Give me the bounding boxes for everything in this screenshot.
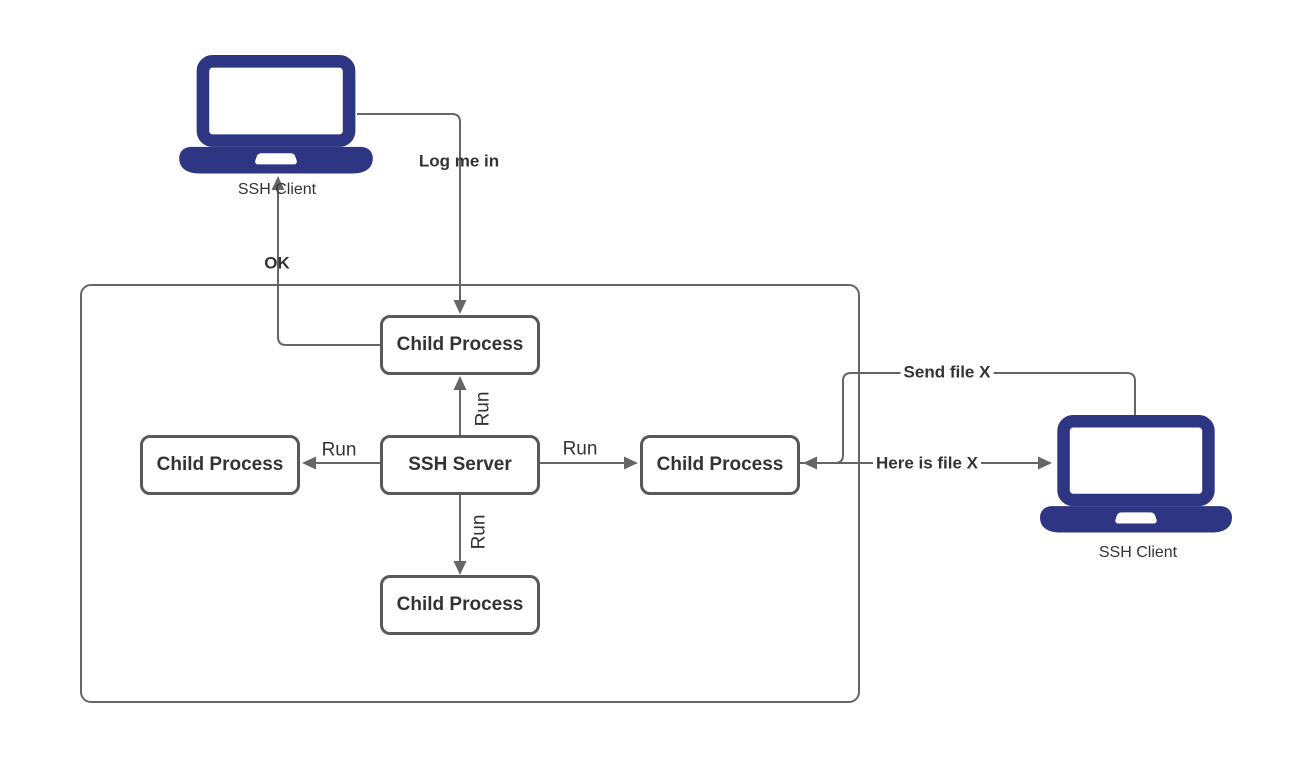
server-host-container (80, 284, 860, 703)
arrowhead-run-right (624, 456, 638, 470)
node-child-process-left: Child Process (140, 435, 300, 495)
edge-label-run-right: Run (562, 438, 598, 460)
edge-label-ok: OK (264, 253, 290, 273)
client-right-label: SSH Client (1098, 544, 1178, 561)
laptop-icon (1040, 415, 1232, 533)
edge-label-here-is-file: Here is file X (872, 454, 982, 474)
edge-log-me-in (357, 113, 461, 300)
node-ssh-server: SSH Server (380, 435, 540, 495)
edge-ok (277, 190, 380, 346)
node-child-process-top: Child Process (380, 315, 540, 375)
node-child-process-bottom: Child Process (380, 575, 540, 635)
node-label: Child Process (396, 594, 524, 615)
laptop-screen (1057, 415, 1215, 507)
laptop-notch (1115, 512, 1157, 524)
edge-label-send-file: Send file X (900, 363, 994, 383)
laptop-notch (255, 153, 297, 165)
laptop-screen (196, 55, 356, 147)
arrowhead-run-left (302, 456, 316, 470)
arrowhead-ok (271, 176, 285, 190)
laptop-icon (179, 55, 373, 174)
arrowhead-log-me-in (453, 300, 467, 314)
arrowhead-run-bottom (453, 561, 467, 575)
edge-label-run-top: Run (472, 391, 494, 427)
edge-label-run-left: Run (321, 439, 357, 461)
edge-send-file (817, 372, 1136, 464)
node-label: Child Process (396, 334, 524, 355)
node-child-process-right: Child Process (640, 435, 800, 495)
node-label: SSH Server (408, 454, 512, 475)
arrowhead-here-is-file (1038, 456, 1052, 470)
arrowhead-run-top (453, 376, 467, 390)
node-label: Child Process (156, 454, 284, 475)
edge-label-run-bottom: Run (468, 514, 490, 550)
client-left-label: SSH Client (237, 181, 317, 198)
edge-label-log-me-in: Log me in (418, 151, 500, 171)
node-label: Child Process (656, 454, 784, 475)
